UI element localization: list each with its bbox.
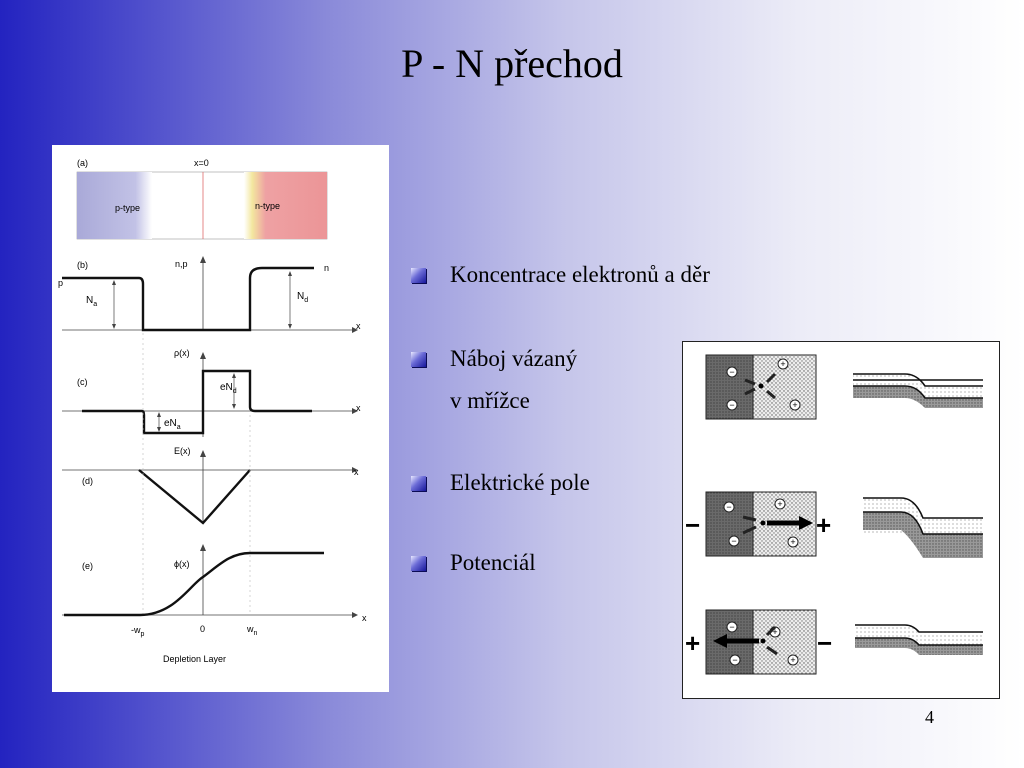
label-e: (e) — [82, 561, 93, 571]
bullet-icon — [411, 268, 426, 283]
svg-text:+: + — [772, 627, 777, 637]
svg-text:−: − — [726, 502, 731, 512]
pn-junction-figure: (a) x=0 p-type n-type (b) n,p p n x Na N… — [52, 145, 389, 692]
bias-junction-2: + − − + + − — [685, 609, 983, 675]
plus-sign: + — [816, 510, 831, 540]
bullet-icon — [411, 556, 426, 571]
minus-sign: − — [817, 628, 832, 658]
bullet-continuation: v mřížce — [450, 388, 530, 413]
equilibrium-junction: − − + + — [705, 354, 983, 420]
bullet-icon — [411, 476, 426, 491]
x-label-b: x — [356, 321, 361, 331]
rho-axis-label: ρ(x) — [174, 348, 190, 358]
label-b: (b) — [77, 260, 88, 270]
p-type-label: p-type — [115, 203, 140, 213]
svg-text:−: − — [729, 622, 734, 632]
svg-text:−: − — [732, 655, 737, 665]
svg-text:−: − — [731, 536, 736, 546]
svg-text:eNd: eNd — [220, 382, 237, 395]
svg-text:+: + — [780, 359, 785, 369]
label-d: (d) — [82, 476, 93, 486]
phi-axis-label: ϕ(x) — [174, 559, 190, 569]
svg-text:eNa: eNa — [164, 418, 181, 431]
svg-text:wn: wn — [246, 624, 258, 637]
label-a: (a) — [77, 158, 88, 168]
x-label-c: x — [356, 403, 361, 413]
page-number: 4 — [925, 707, 934, 727]
svg-text:Na: Na — [86, 295, 97, 308]
label-c: (c) — [77, 377, 88, 387]
svg-text:−: − — [729, 367, 734, 377]
bias-junction-1: − − − + + + — [685, 491, 983, 558]
n-region — [244, 172, 327, 239]
svg-text:+: + — [792, 400, 797, 410]
svg-text:Nd: Nd — [297, 291, 308, 304]
n-type-label: n-type — [255, 201, 280, 211]
plus-sign: + — [685, 628, 700, 658]
x-label-d: x — [354, 467, 359, 477]
svg-text:+: + — [790, 537, 795, 547]
p-label: p — [58, 278, 63, 288]
p-region — [77, 172, 152, 239]
svg-text:-wp: -wp — [131, 625, 145, 638]
zero-tick-label: 0 — [200, 624, 205, 634]
minus-sign: − — [685, 510, 700, 540]
junction-bias-figure: − − + + − − − + + + + − − + + — [682, 341, 1000, 699]
x-label-e: x — [362, 613, 367, 623]
svg-text:+: + — [790, 655, 795, 665]
E-axis-label: E(x) — [174, 446, 191, 456]
slide-title: P - N přechod — [401, 41, 623, 86]
bullet-icon — [411, 352, 426, 367]
n-label: n — [324, 263, 329, 273]
np-axis-label: n,p — [175, 259, 188, 269]
svg-text:+: + — [777, 499, 782, 509]
depletion-layer-caption: Depletion Layer — [163, 654, 226, 664]
x0-label: x=0 — [194, 158, 209, 168]
svg-text:−: − — [729, 400, 734, 410]
